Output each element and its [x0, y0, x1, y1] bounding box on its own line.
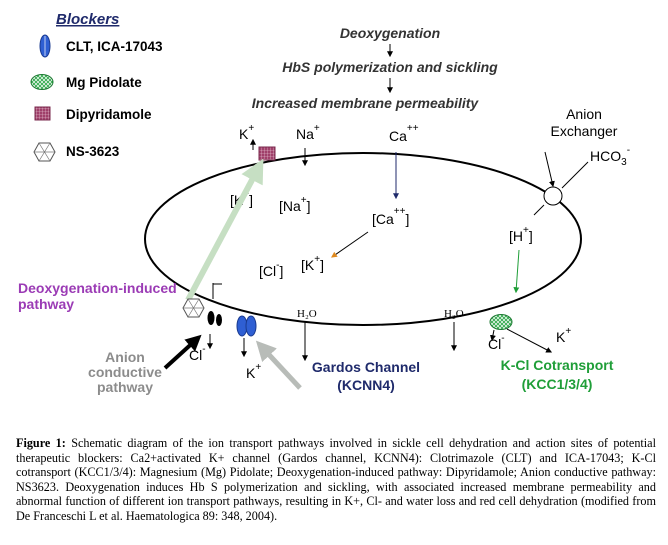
ion-cl-inside: [Cl-]	[259, 260, 283, 279]
cascade-step-deoxygenation: Deoxygenation	[340, 25, 440, 41]
ion-k-outside-bottom: K+	[246, 362, 261, 381]
legend-item-clt: CLT, ICA-17043	[66, 39, 163, 54]
dipyridamole-site-icon	[258, 146, 276, 161]
ion-h-inside: [H+]	[509, 225, 533, 244]
cascade-step-permeability: Increased membrane permeability	[252, 95, 480, 111]
anion-channel-icon	[207, 311, 215, 325]
ion-hco3: HCO3-	[590, 145, 630, 168]
ion-k-outside-right: K+	[556, 326, 571, 345]
legend-item-dipyridamole: Dipyridamole	[66, 107, 152, 122]
kcl-cotransport-site-icon	[489, 314, 513, 330]
cascade-step-polymerization: HbS polymerization and sickling	[282, 59, 498, 75]
ion-k-outside: K+	[239, 123, 254, 142]
legend-item-ns3623: NS-3623	[66, 144, 120, 159]
ion-cl-outside-left: Cl-	[189, 344, 206, 363]
figure-caption: Figure 1: Schematic diagram of the ion t…	[16, 436, 656, 524]
gardos-channel-icon	[236, 315, 257, 337]
caption-label: Figure 1:	[16, 436, 66, 450]
water-label-right: H₂O	[444, 308, 464, 320]
kcl-cotransport-label: K-Cl Cotransport(KCC1/3/4)	[501, 357, 614, 392]
legend-item-mg: Mg Pidolate	[66, 75, 142, 90]
anion-exchanger-icon	[543, 186, 563, 206]
green-hatched-oval-icon	[30, 74, 54, 90]
ion-cl-outside-right: Cl-	[488, 333, 505, 352]
blockers-legend: Blockers CLT, ICA-17043 Mg Pidolate Dipy…	[30, 11, 163, 162]
gardos-channel-label: Gardos Channel(KCNN4)	[312, 359, 420, 393]
purple-grid-square-icon	[34, 106, 51, 121]
ion-ca-outside: Ca++	[389, 123, 419, 144]
caption-text: Schematic diagram of the ion transport p…	[16, 436, 656, 523]
deoxygenation-cascade: Deoxygenation HbS polymerization and sic…	[252, 25, 498, 111]
ion-k-inside-2: [K+]	[301, 254, 324, 273]
ion-ca-inside: [Ca++]	[372, 206, 409, 227]
gray-hexagon-icon	[33, 142, 56, 162]
ion-na-inside: [Na+]	[279, 195, 311, 214]
ion-na-outside: Na+	[296, 123, 320, 142]
ion-transport-diagram: Blockers CLT, ICA-17043 Mg Pidolate Dipy…	[18, 11, 630, 395]
water-label-left: H₂O	[297, 308, 317, 320]
red-cell-membrane	[144, 152, 582, 326]
legend-title: Blockers	[56, 11, 119, 28]
ns3623-site-icon	[182, 298, 205, 318]
